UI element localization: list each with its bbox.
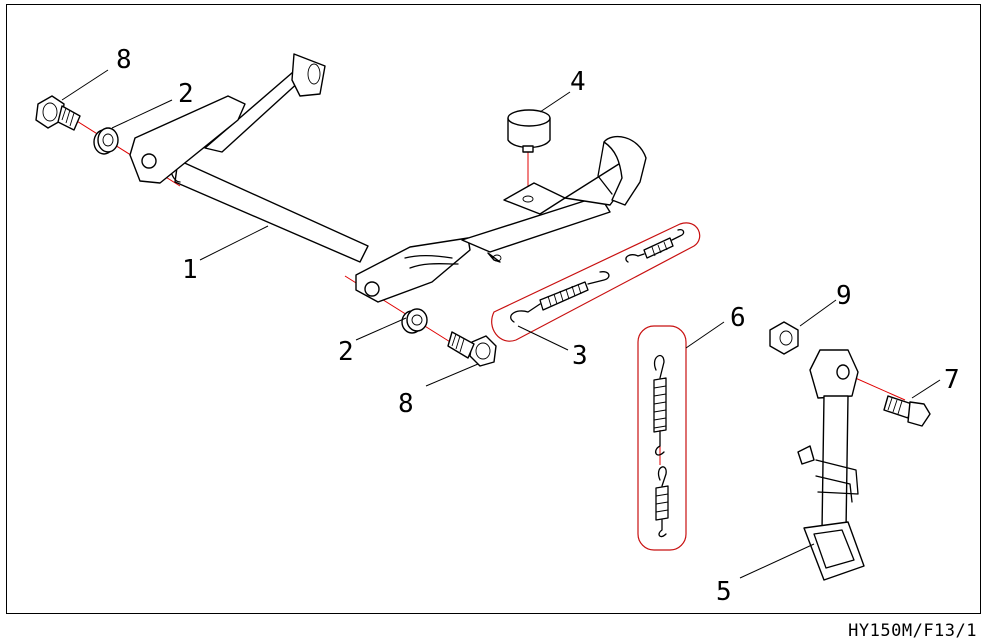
callout-9: 9 — [836, 281, 852, 311]
flange-bolt-upper — [35, 95, 81, 131]
pivot-bolt — [883, 395, 931, 427]
callout-6: 6 — [730, 303, 746, 333]
flange-nut — [769, 321, 799, 355]
collar-lower — [401, 308, 428, 334]
spring-set-3 — [491, 222, 701, 342]
callout-2-lower: 2 — [338, 337, 354, 367]
callout-8-upper: 8 — [116, 45, 132, 75]
callout-7: 7 — [944, 365, 960, 395]
side-stand — [797, 349, 865, 581]
callout-5: 5 — [716, 577, 732, 607]
callout-4: 4 — [570, 67, 586, 97]
collar-upper — [93, 127, 119, 155]
rubber-stopper — [507, 109, 551, 153]
callout-1: 1 — [182, 255, 198, 285]
callout-8-lower: 8 — [398, 389, 414, 419]
callout-2-upper: 2 — [178, 79, 194, 109]
spring-set-6 — [637, 325, 687, 551]
flange-bolt-lower — [447, 331, 497, 367]
drawing-frame — [6, 4, 981, 614]
document-code: HY150M/F13/1 — [848, 621, 977, 641]
callout-3: 3 — [572, 341, 588, 371]
callout-numbers: 8 2 1 2 8 3 4 6 9 7 5 — [116, 45, 960, 607]
leader-lines — [61, 69, 941, 579]
main-stand-frame — [129, 53, 647, 303]
